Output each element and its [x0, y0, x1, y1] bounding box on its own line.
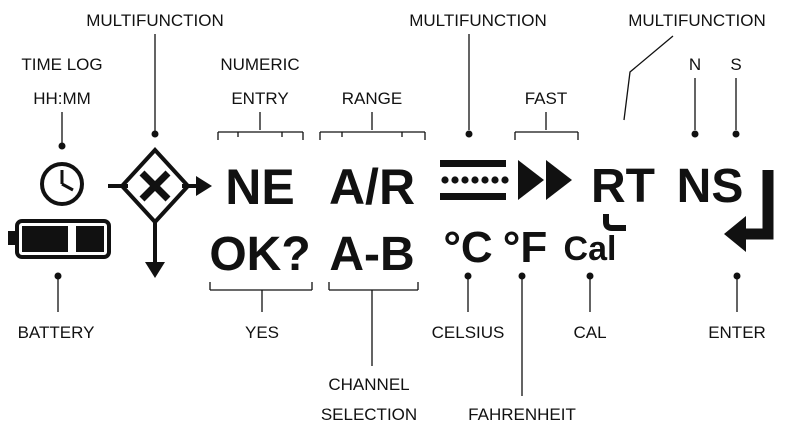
- top-leaders: [58, 34, 740, 150]
- display-ab: A-B: [329, 228, 414, 281]
- display-ne: NE: [225, 159, 294, 215]
- label-numeric: NUMERIC: [220, 55, 299, 74]
- display-ns: NS: [677, 160, 744, 213]
- label-fast: FAST: [525, 89, 568, 108]
- label-range: RANGE: [342, 89, 402, 108]
- clock-icon: [40, 162, 84, 206]
- label-multifunction-left: MULTIFUNCTION: [86, 11, 224, 30]
- label-battery: BATTERY: [18, 323, 95, 342]
- display-ar: A/R: [329, 159, 415, 215]
- display-rt: RT: [591, 160, 655, 213]
- label-cal: CAL: [573, 323, 606, 342]
- label-celsius: CELSIUS: [432, 323, 505, 342]
- label-multifunction-center: MULTIFUNCTION: [409, 11, 547, 30]
- label-s: S: [730, 55, 741, 74]
- display-cal-symbol: Cal: [564, 230, 617, 268]
- label-entry: ENTRY: [231, 89, 288, 108]
- bottom-leaders: [54, 272, 741, 396]
- enter-icon: [724, 170, 774, 252]
- label-time-log: TIME LOG: [21, 55, 102, 74]
- label-multifunction-right: MULTIFUNCTION: [628, 11, 766, 30]
- label-hhmm: HH:MM: [33, 89, 91, 108]
- display-fahrenheit-symbol: °F: [503, 223, 547, 272]
- fast-forward-icon: [518, 160, 572, 200]
- label-channel: CHANNEL: [328, 375, 409, 394]
- label-yes: YES: [245, 323, 279, 342]
- label-enter: ENTER: [708, 323, 766, 342]
- display-celsius-symbol: °C: [443, 223, 492, 272]
- label-selection: SELECTION: [321, 405, 417, 424]
- multifunction-diamond-icon: [108, 147, 212, 278]
- rt-hook-segment: [603, 214, 626, 231]
- display-ok: OK?: [209, 228, 310, 281]
- label-n: N: [689, 55, 701, 74]
- battery-icon: [8, 219, 111, 259]
- multifunction-bars-icon: [440, 160, 509, 200]
- label-fahrenheit: FAHRENHEIT: [468, 405, 576, 424]
